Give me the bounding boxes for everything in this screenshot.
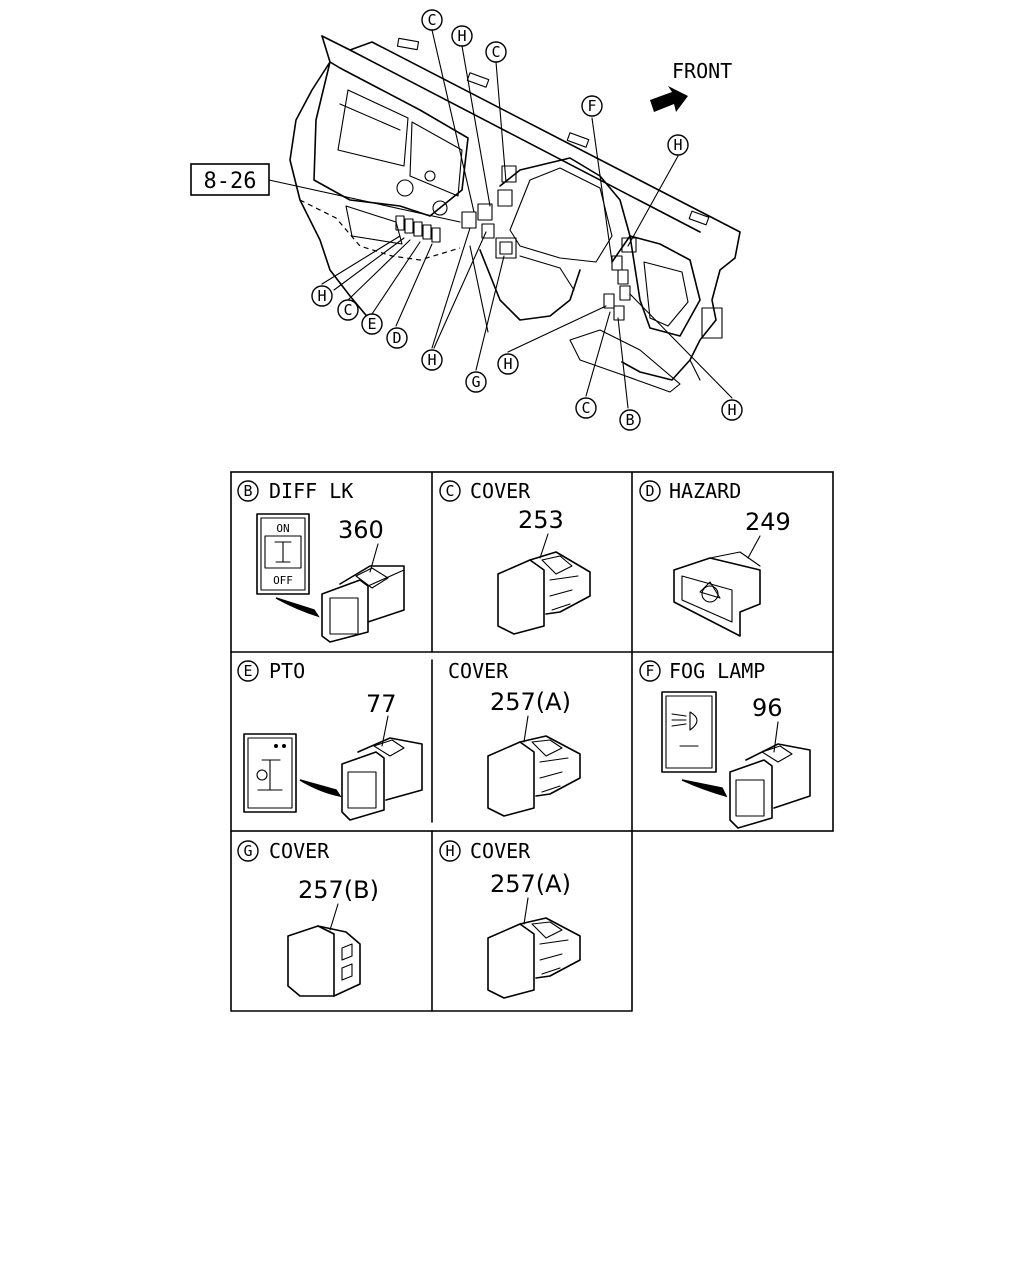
reference-box: 8-26 — [190, 163, 461, 223]
panel-b-diff-lock: B DIFF LK 360 ON OFF — [237, 479, 405, 643]
callout-H-2: H — [667, 134, 689, 156]
front-arrow-icon — [650, 86, 688, 112]
panel-title: PTO — [269, 659, 305, 683]
callout-D: D — [386, 327, 408, 349]
callout-H-6: H — [721, 399, 743, 421]
panel-title: FOG LAMP — [669, 659, 765, 683]
parts-grid — [230, 471, 834, 1012]
panel-title: COVER — [448, 659, 509, 683]
part-number: 253 — [518, 506, 564, 534]
panel-title: HAZARD — [669, 479, 741, 503]
panel-title: COVER — [470, 839, 531, 863]
callout-H-3: H — [311, 285, 333, 307]
svg-text:D: D — [645, 482, 654, 500]
panel-f-fog-lamp: F FOG LAMP 96 — [639, 659, 811, 829]
svg-text:E: E — [243, 662, 252, 680]
part-number: 257(A) — [490, 688, 571, 716]
svg-text:H: H — [317, 287, 326, 305]
callout-C-3: C — [337, 299, 359, 321]
svg-text:G: G — [471, 373, 480, 391]
part-number: 77 — [366, 690, 397, 718]
svg-text:B: B — [243, 482, 252, 500]
panel-cover-257a-middle: COVER 257(A) — [448, 659, 581, 817]
part-number: 257(B) — [298, 876, 379, 904]
callout-B: B — [619, 409, 641, 431]
panel-title: COVER — [470, 479, 531, 503]
callout-C-1: C — [421, 9, 443, 31]
callout-C-2: C — [485, 41, 507, 63]
callout-H-1: H — [451, 25, 473, 47]
svg-text:H: H — [427, 351, 436, 369]
part-number: 360 — [338, 516, 384, 544]
callout-E: E — [361, 313, 383, 335]
callout-H-5: H — [497, 353, 519, 375]
reference-label: 8-26 — [204, 169, 257, 194]
svg-text:OFF: OFF — [273, 574, 293, 587]
svg-text:H: H — [457, 27, 466, 45]
svg-text:F: F — [645, 662, 654, 680]
svg-text:C: C — [581, 399, 590, 417]
svg-text:D: D — [392, 329, 401, 347]
callout-G: G — [465, 371, 487, 393]
callout-H-4: H — [421, 349, 443, 371]
svg-text:B: B — [625, 411, 634, 429]
part-number: 96 — [752, 694, 783, 722]
panel-title: COVER — [269, 839, 330, 863]
svg-text:H: H — [727, 401, 736, 419]
svg-text:C: C — [343, 301, 352, 319]
callout-C-4: C — [575, 397, 597, 419]
panel-g-cover: G COVER 257(B) — [237, 839, 379, 997]
callout-leaders — [321, 29, 733, 409]
svg-text:C: C — [491, 43, 500, 61]
panel-e-pto: E PTO 77 — [237, 659, 423, 821]
svg-text:C: C — [445, 482, 454, 500]
part-number: 249 — [745, 508, 791, 536]
svg-text:F: F — [587, 97, 596, 115]
svg-text:H: H — [503, 355, 512, 373]
panel-c-cover: C COVER 253 — [439, 479, 591, 635]
part-number: 257(A) — [490, 870, 571, 898]
svg-text:ON: ON — [276, 522, 289, 535]
panel-h-cover: H COVER 257(A) — [439, 839, 581, 999]
callout-F: F — [581, 95, 603, 117]
front-label: FRONT — [672, 59, 732, 83]
svg-text:H: H — [445, 842, 454, 860]
svg-text:E: E — [367, 315, 376, 333]
svg-text:G: G — [243, 842, 252, 860]
svg-text:H: H — [673, 136, 682, 154]
panel-d-hazard: D HAZARD 249 — [639, 479, 791, 637]
panel-title: DIFF LK — [269, 479, 353, 503]
svg-text:C: C — [427, 11, 436, 29]
